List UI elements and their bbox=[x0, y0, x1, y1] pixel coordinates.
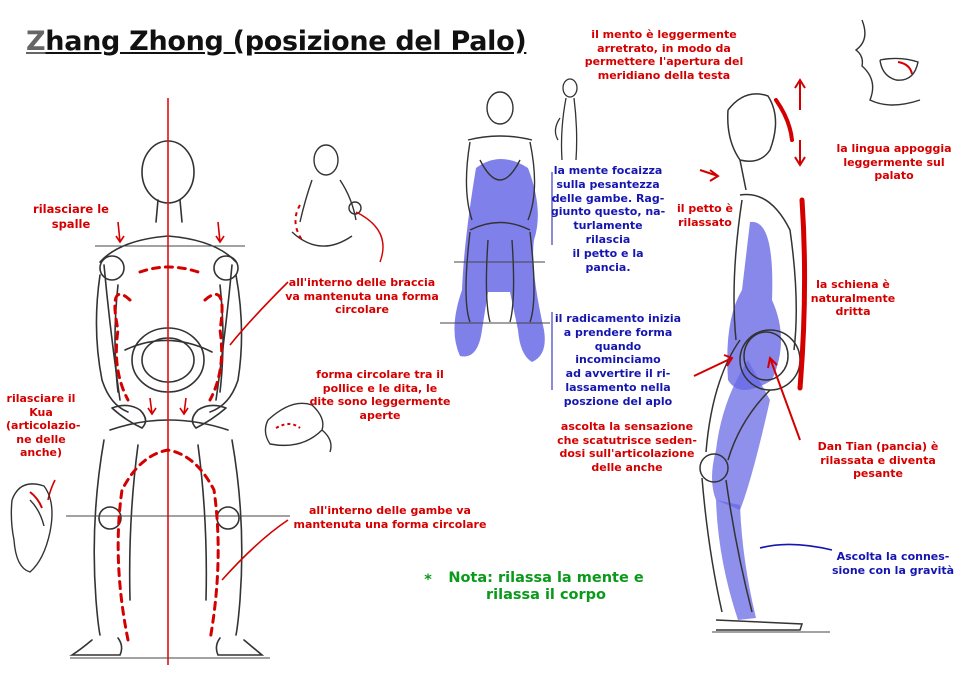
face-profile-sketch bbox=[856, 20, 920, 105]
note-forma: forma circolare tra il pollice e le dita… bbox=[300, 368, 460, 422]
note-mente: la mente focaizza sulla pesantezza delle… bbox=[550, 164, 666, 274]
note-gambe: all'interno delle gambe va mantenuta una… bbox=[286, 504, 494, 531]
page-title: Zhang Zhong (posizione del Palo) bbox=[26, 26, 526, 57]
standing-sketch bbox=[555, 79, 577, 160]
note-mento: il mento è leggermente arretrato, in mod… bbox=[566, 28, 762, 82]
note-kua: rilasciare il Kua (articolazio- ne delle… bbox=[6, 392, 76, 460]
kua-sketch bbox=[11, 484, 52, 572]
title-first-letter: Z bbox=[26, 26, 45, 57]
note-ascolta: ascolta la sensazione che scatutrisce se… bbox=[550, 420, 704, 474]
footnote-text: Nota: rilassa la mente e rilassa il corp… bbox=[436, 570, 656, 604]
title-rest: hang Zhong (posizione del Palo) bbox=[45, 26, 526, 57]
note-petto: il petto è rilassato bbox=[670, 202, 740, 229]
note-dantian: Dan Tian (pancia) è rilassata e diventa … bbox=[796, 440, 960, 481]
note-schiena: la schiena è naturalmente dritta bbox=[806, 278, 900, 319]
note-lingua: la lingua appoggia leggermente sul palat… bbox=[832, 142, 956, 183]
note-spalle: rilasciare le spalle bbox=[12, 202, 130, 232]
seated-figure bbox=[440, 92, 550, 362]
arm-circle-sketch bbox=[292, 145, 361, 246]
note-radicamento: il radicamento inizia a prendere forma q… bbox=[552, 312, 684, 409]
note-gravita: Ascolta la connes- sione con la gravità bbox=[830, 550, 956, 577]
footnote-star: * bbox=[418, 572, 438, 589]
note-braccia: all'interno delle braccia va mantenuta u… bbox=[282, 276, 442, 317]
